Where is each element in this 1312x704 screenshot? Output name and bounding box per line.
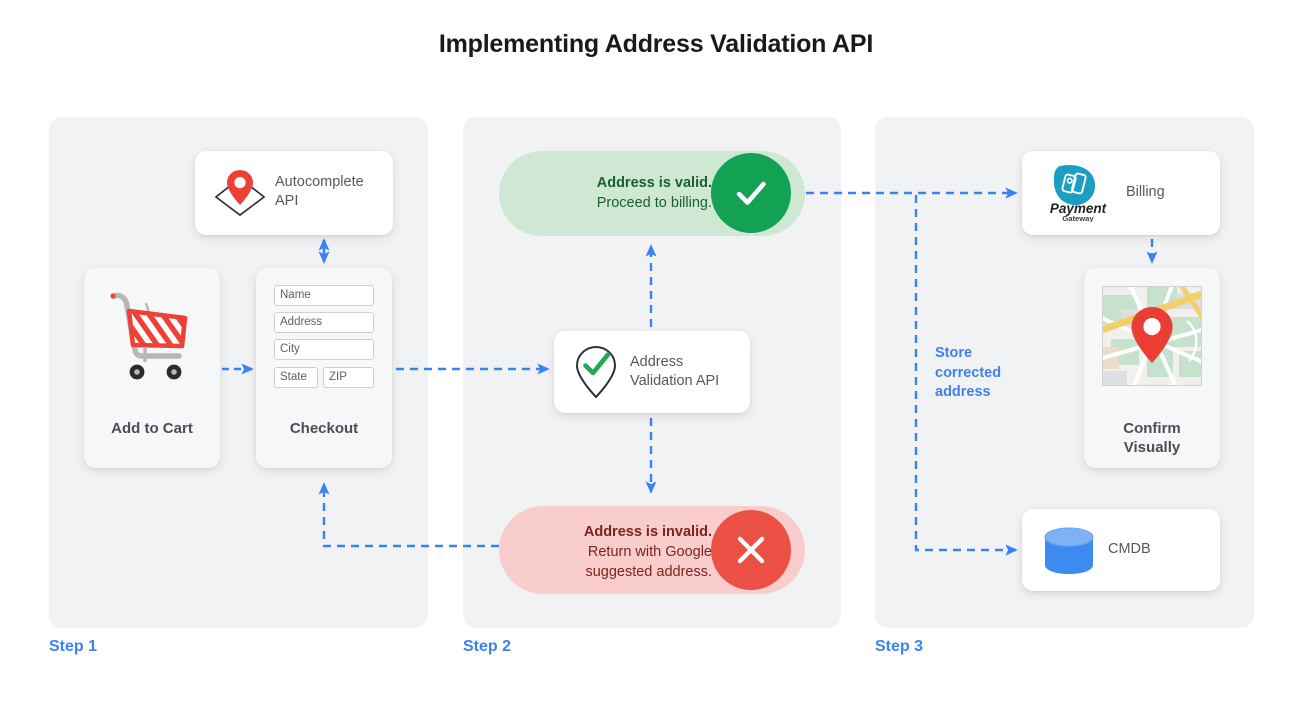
address-invalid-detail-2: suggested address. xyxy=(585,564,712,580)
invalid-status-badge xyxy=(711,510,791,590)
payment-gateway-logo: Payment Gateway xyxy=(1050,164,1107,222)
autocomplete-line-1: Autocomplete xyxy=(275,174,364,190)
autocomplete-api-card[interactable]: Autocomplete API xyxy=(195,151,393,235)
database-icon xyxy=(1044,527,1094,574)
step-1-label: Step 1 xyxy=(49,638,98,655)
checkout-card[interactable]: Name Address City State ZIP xyxy=(256,268,392,468)
confirm-visually-caption: Confirm Visually xyxy=(1084,419,1220,457)
cmdb-label: CMDB xyxy=(1108,541,1151,557)
validation-api-line-2: Validation API xyxy=(630,373,720,389)
step-2-label: Step 2 xyxy=(463,638,512,655)
address-invalid-detail-1: Return with Google xyxy=(587,544,712,560)
store-note-line-3: address xyxy=(935,384,991,400)
address-valid-text: Address is valid. Proceed to billing. xyxy=(517,173,712,213)
check-icon xyxy=(736,181,766,205)
zip-field[interactable]: ZIP xyxy=(323,367,374,388)
address-field[interactable]: Address xyxy=(274,312,374,333)
confirm-caption-line-2: Visually xyxy=(1123,439,1181,456)
name-field[interactable]: Name xyxy=(274,285,374,306)
cmdb-card[interactable]: CMDB xyxy=(1022,509,1220,591)
store-note-line-2: corrected xyxy=(935,364,1002,381)
map-thumbnail-icon xyxy=(1102,286,1202,386)
add-to-cart-card[interactable] xyxy=(84,268,220,468)
address-invalid-headline: Address is invalid. xyxy=(583,524,712,540)
store-corrected-address-note: Store corrected address xyxy=(935,344,1045,403)
close-icon xyxy=(737,536,765,564)
page-title: Implementing Address Validation API xyxy=(438,30,874,58)
billing-label: Billing xyxy=(1126,184,1165,200)
payment-gateway-secondary-text: Gateway xyxy=(1062,214,1094,222)
autocomplete-api-label: Autocomplete API xyxy=(275,173,364,211)
valid-status-badge xyxy=(711,153,791,233)
checkout-caption: Checkout xyxy=(289,420,359,437)
address-validation-api-label: Address Validation API xyxy=(630,353,719,391)
payment-gateway-primary-text: Payment xyxy=(1050,201,1107,216)
map-pin-diamond-icon xyxy=(214,170,266,217)
address-valid-detail: Proceed to billing. xyxy=(596,195,712,211)
validation-api-line-1: Address xyxy=(630,354,684,370)
address-valid-headline: Address is valid. xyxy=(596,175,712,191)
confirm-visually-card[interactable] xyxy=(1084,268,1220,468)
map-pin-check-icon xyxy=(575,345,617,399)
city-field[interactable]: City xyxy=(274,339,374,360)
address-validation-api-card[interactable]: Address Validation API xyxy=(554,331,750,413)
billing-card[interactable]: Payment Gateway Billing xyxy=(1022,151,1220,235)
state-field[interactable]: State xyxy=(274,367,318,388)
add-to-cart-caption: Add to Cart xyxy=(111,420,193,437)
address-invalid-text: Address is invalid. Return with Google s… xyxy=(515,522,712,582)
shopping-cart-icon xyxy=(110,292,188,380)
store-note-line-1: Store xyxy=(935,345,973,361)
autocomplete-line-2: API xyxy=(275,193,299,209)
confirm-caption-line-1: Confirm xyxy=(1123,420,1181,437)
step-3-label: Step 3 xyxy=(875,638,924,655)
